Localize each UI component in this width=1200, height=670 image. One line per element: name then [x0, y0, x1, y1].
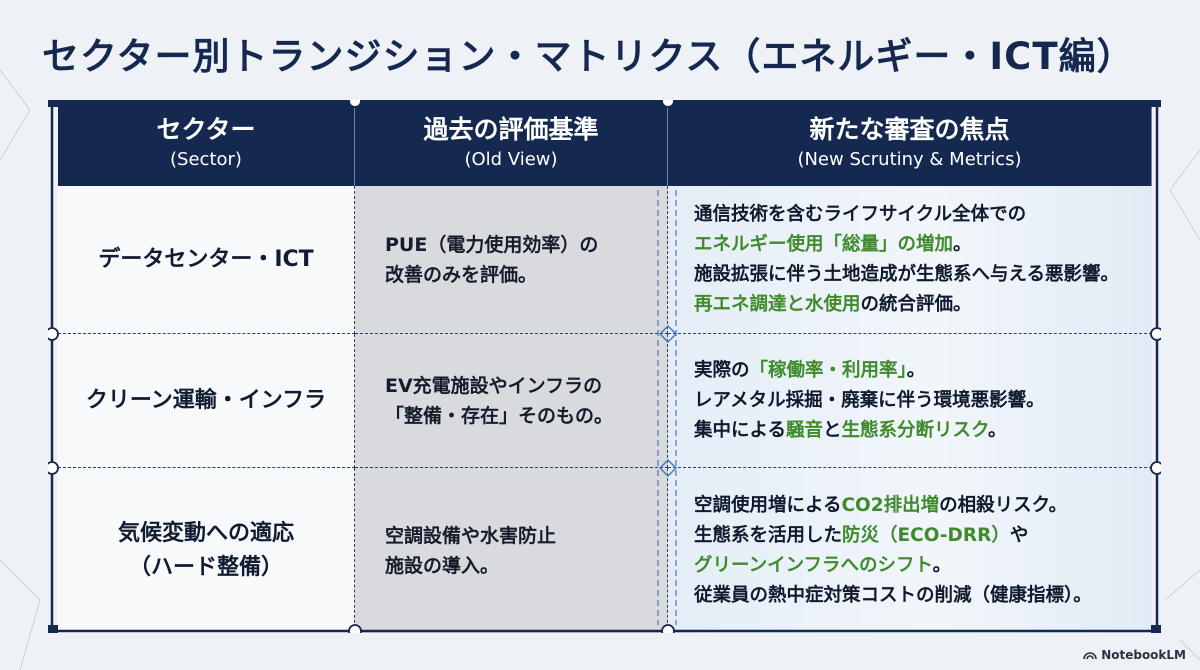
new-scrutiny-line: 生態系を活用した防災（ECO-DRR）や	[694, 521, 1152, 551]
body-text: 従業員の熱中症対策コストの削減（健康指標）。	[694, 584, 1092, 606]
notebooklm-logo-text: NotebookLM	[1101, 648, 1186, 662]
old-view-line: EV充電施設やインフラの	[385, 374, 603, 397]
body-text: 集中による	[694, 419, 786, 441]
highlight-text: 騒音	[785, 419, 823, 441]
header-new-scrutiny: 新たな審査の焦点 (New Scrutiny & Metrics)	[668, 100, 1152, 186]
notebooklm-logo: NotebookLM	[1083, 648, 1186, 662]
new-scrutiny-line: 集中による騒音と生態系分断リスク。	[694, 416, 1152, 446]
matrix-grid: セクター (Sector) 過去の評価基準 (Old View) 新たな審査の焦…	[58, 100, 1152, 633]
new-scrutiny-line: 実際の「稼働率・利用率」。	[694, 356, 1152, 386]
old-view-cell: PUE（電力使用効率）の改善のみを評価。	[355, 186, 668, 334]
sector-cell: データセンター・ICT	[58, 186, 355, 334]
highlight-text: 「稼働率・利用率」	[749, 359, 907, 381]
new-scrutiny-line: レアメタル採掘・廃棄に伴う環境悪影響。	[694, 386, 1152, 416]
old-view-line: 空調設備や水害防止	[385, 524, 557, 547]
new-scrutiny-line: 再エネ調達と水使用の統合評価。	[694, 290, 1152, 320]
body-text: 空調使用増による	[694, 494, 842, 516]
body-text: レアメタル採掘・廃棄に伴う環境悪影響。	[694, 389, 1045, 411]
highlight-text: 再エネ調達と水使用	[694, 293, 861, 315]
highlight-text: グリーンインフラへのシフト	[694, 554, 933, 576]
header-new-scrutiny-subtitle: (New Scrutiny & Metrics)	[797, 149, 1022, 170]
body-text: 通信技術を含むライフサイクル全体での	[694, 203, 1027, 225]
transition-matrix: セクター (Sector) 過去の評価基準 (Old View) 新たな審査の焦…	[48, 100, 1161, 633]
old-view-cell: 空調設備や水害防止施設の導入。	[355, 468, 668, 633]
body-text: 施設拡張に伴う土地造成が生態系へ与える悪影響。	[694, 263, 1119, 285]
highlight-text: エネルギー使用「総量」の増加	[694, 233, 954, 255]
new-scrutiny-line: 従業員の熱中症対策コストの削減（健康指標）。	[694, 581, 1152, 611]
body-text: や	[1009, 524, 1029, 546]
new-scrutiny-line: エネルギー使用「総量」の増加。	[694, 230, 1152, 260]
header-sector: セクター (Sector)	[58, 100, 355, 186]
highlight-text: 防災（ECO-DRR）	[842, 524, 1010, 546]
new-scrutiny-line: 空調使用増によるCO2排出増の相殺リスク。	[694, 491, 1152, 521]
old-view-line: 改善のみを評価。	[385, 263, 538, 286]
sector-label: データセンター・ICT	[98, 246, 314, 272]
body-text: 生態系を活用した	[694, 524, 843, 546]
old-view-line: PUE（電力使用効率）の	[385, 233, 599, 256]
body-text: と	[822, 419, 842, 441]
body-text: の統合評価。	[860, 293, 972, 315]
sector-cell: 気候変動への適応 （ハード整備）	[58, 468, 355, 633]
new-scrutiny-line: グリーンインフラへのシフト。	[694, 551, 1152, 581]
new-scrutiny-cell: 通信技術を含むライフサイクル全体でのエネルギー使用「総量」の増加。施設拡張に伴う…	[668, 186, 1152, 334]
old-view-cell: EV充電施設やインフラの「整備・存在」そのもの。	[355, 334, 668, 468]
sector-cell: クリーン運輸・インフラ	[58, 334, 355, 468]
body-text: 。	[906, 359, 926, 381]
highlight-text: CO2排出増	[841, 494, 940, 516]
header-old-view-subtitle: (Old View)	[464, 149, 558, 170]
new-scrutiny-cell: 実際の「稼働率・利用率」。レアメタル採掘・廃棄に伴う環境悪影響。集中による騒音と…	[668, 334, 1152, 468]
new-scrutiny-cell: 空調使用増によるCO2排出増の相殺リスク。生態系を活用した防災（ECO-DRR）…	[668, 468, 1152, 633]
header-old-view: 過去の評価基準 (Old View)	[355, 100, 668, 186]
sector-label: （ハード整備）	[128, 554, 283, 580]
old-view-line: 施設の導入。	[385, 554, 500, 577]
body-text: の相殺リスク。	[939, 494, 1068, 516]
body-text: 。	[953, 233, 972, 255]
sector-label: 気候変動への適応	[117, 520, 294, 546]
header-new-scrutiny-title: 新たな審査の焦点	[809, 115, 1010, 144]
header-sector-title: セクター	[156, 115, 256, 144]
page-title: セクター別トランジション・マトリクス（エネルギー・ICT編）	[42, 35, 1135, 78]
new-scrutiny-line: 施設拡張に伴う土地造成が生態系へ与える悪影響。	[694, 260, 1152, 290]
new-scrutiny-line: 通信技術を含むライフサイクル全体での	[694, 200, 1152, 230]
body-text: 。	[988, 419, 1007, 441]
notebooklm-logo-icon	[1083, 652, 1097, 660]
old-view-line: 「整備・存在」そのもの。	[385, 404, 614, 427]
body-text: 。	[932, 554, 952, 576]
body-text: 実際の	[694, 359, 750, 381]
header-old-view-title: 過去の評価基準	[423, 115, 599, 144]
header-sector-subtitle: (Sector)	[170, 149, 242, 170]
highlight-text: 生態系分断リスク	[841, 419, 989, 441]
sector-label: クリーン運輸・インフラ	[85, 387, 327, 413]
